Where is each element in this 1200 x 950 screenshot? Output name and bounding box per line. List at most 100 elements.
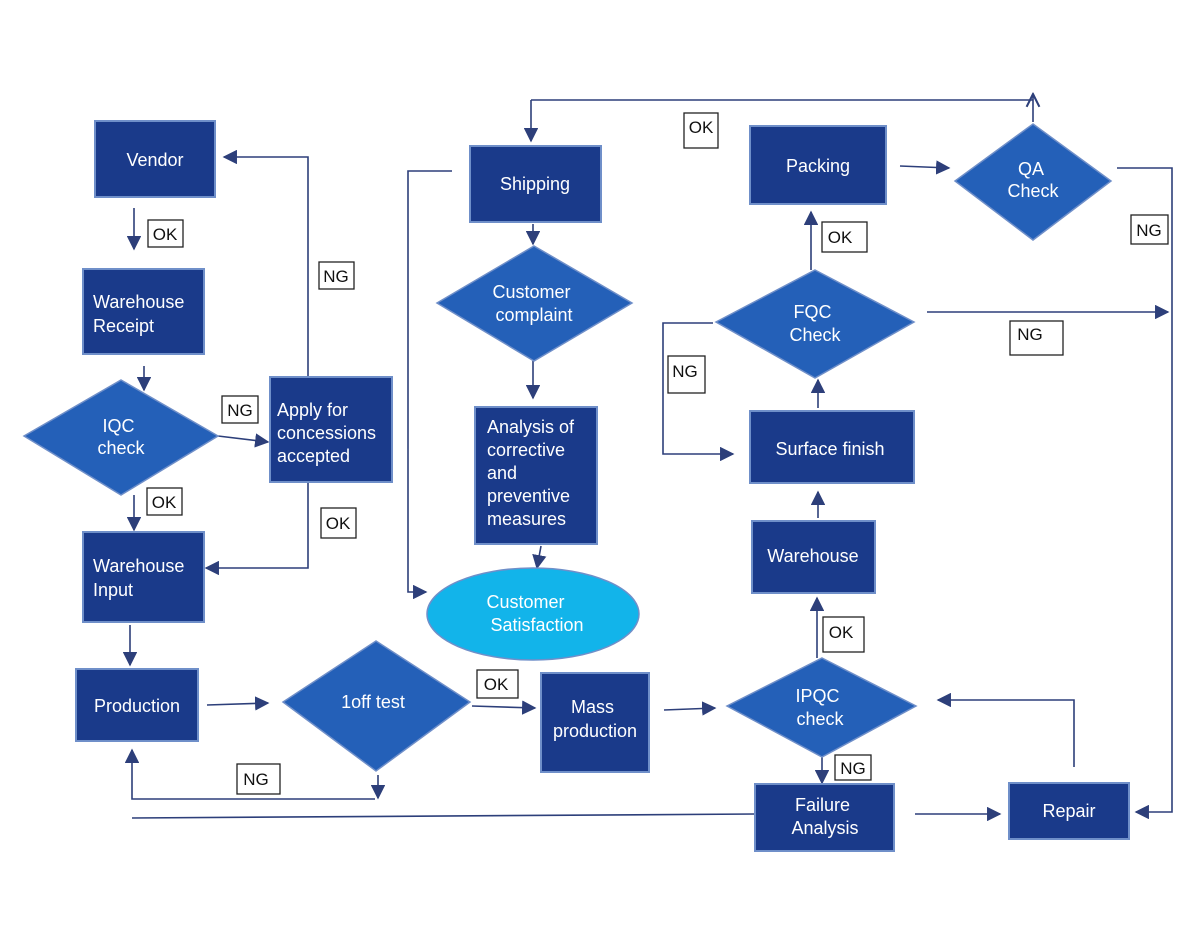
svg-text:Mass production: Mass production [553, 697, 637, 741]
node-satisfaction-line2: Satisfaction [490, 615, 583, 635]
tag-ok-ipqc: OK [822, 616, 865, 653]
svg-text:Warehouse Receipt: Warehouse Receipt [93, 292, 189, 336]
connectors [122, 94, 1173, 822]
svg-text:IQC check: IQC check [97, 416, 145, 458]
svg-text:OK: OK [828, 228, 853, 247]
tag-ng-ipqc: NG [834, 754, 872, 781]
node-complaint-line2: complaint [495, 305, 572, 325]
tag-ok-iqc: OK [146, 487, 183, 516]
node-qa-line1: QA [1018, 159, 1044, 179]
svg-text:Failure Analysis: Failure Analysis [791, 795, 858, 838]
node-warehouse-input-line1: Warehouse [93, 556, 184, 576]
node-analysis-line1: Analysis of [487, 417, 575, 437]
tag-ng-iqc: NG [221, 395, 259, 424]
node-analysis-line5: measures [487, 509, 566, 529]
tag-ok-vendor: OK [147, 219, 184, 248]
svg-text:NG: NG [840, 759, 866, 778]
node-ipqc-line2: check [796, 709, 844, 729]
svg-text:Analysis of corrective: Analysis of corrective and preventive me… [487, 417, 579, 529]
arrow-qa-ng-to-repair [1117, 167, 1173, 820]
svg-text:OK: OK [689, 118, 714, 137]
node-analysis-line3: and [487, 463, 517, 483]
svg-text:Customer Satisfaction: Customer Satisfaction [486, 592, 583, 635]
node-packing-label: Packing [786, 156, 850, 176]
node-analysis-line4: preventive [487, 486, 570, 506]
node-iqc-line1: IQC [102, 416, 134, 436]
arrow-repair-to-ipqc [936, 692, 1075, 767]
node-mass-line2: production [553, 721, 637, 741]
node-analysis: Analysis of corrective and preventive me… [474, 406, 598, 545]
node-repair: Repair [1008, 782, 1130, 840]
node-qa-line2: Check [1007, 181, 1059, 201]
node-1off-test: 1off test [281, 640, 472, 772]
tag-ok-packing: OK [821, 221, 868, 253]
tag-ok-top: OK [683, 112, 719, 149]
node-fqc-check: FQC Check [714, 269, 916, 379]
node-warehouse-receipt-line1: Warehouse [93, 292, 184, 312]
node-satisfaction-line1: Customer [486, 592, 564, 612]
node-iqc-check: IQC check [22, 379, 220, 496]
svg-text:QA Check: QA Check [1007, 159, 1059, 201]
svg-text:OK: OK [829, 623, 854, 642]
node-ipqc-line1: IPQC [795, 686, 839, 706]
tag-ok-concession: OK [320, 507, 357, 539]
arrow-iqc-to-concession [217, 433, 270, 448]
tag-ng-fqc-right: NG [1009, 320, 1064, 356]
svg-text:NG: NG [1136, 221, 1162, 240]
svg-text:Apply for concessions: Apply for concessions accepted [277, 400, 381, 466]
node-warehouse-receipt-line2: Receipt [93, 316, 154, 336]
arrow-ng-loop-to-production [124, 748, 375, 800]
arrow-mass-to-ipqc [663, 701, 717, 716]
node-analysis-line2: corrective [487, 440, 565, 460]
node-warehouse-receipt: Warehouse Receipt [82, 268, 205, 355]
node-fqc-line2: Check [789, 325, 841, 345]
node-repair-label: Repair [1042, 801, 1095, 821]
svg-text:OK: OK [326, 514, 351, 533]
arrow-shipping-to-satisfaction [407, 170, 452, 600]
node-apply-line1: Apply for [277, 400, 348, 420]
node-packing: Packing [749, 125, 887, 205]
arrow-production-to-1off [206, 696, 270, 711]
svg-text:FQC Check: FQC Check [789, 302, 841, 345]
tag-ok-1off: OK [476, 669, 519, 699]
svg-text:Warehouse Input: Warehouse Input [93, 556, 189, 600]
node-mass-production: Mass production [540, 672, 650, 773]
arrow-packing-to-qa [899, 160, 951, 175]
node-complaint-line1: Customer [492, 282, 570, 302]
node-1off-label: 1off test [341, 692, 405, 712]
tag-ng-concession-up: NG [318, 261, 355, 290]
node-vendor-label: Vendor [126, 150, 183, 170]
svg-text:Customer complaint: Customer complaint [492, 282, 575, 325]
tag-ng-qa: NG [1130, 214, 1169, 245]
node-customer-satisfaction: Customer Satisfaction [426, 567, 640, 661]
tags: OK NG NG OK OK OK OK NG [146, 112, 1169, 795]
node-apply-concessions: Apply for concessions accepted [269, 376, 393, 483]
node-iqc-line2: check [97, 438, 145, 458]
node-shipping-label: Shipping [500, 174, 570, 194]
svg-text:NG: NG [323, 267, 349, 286]
node-qa-check: QA Check [953, 123, 1113, 241]
node-vendor: Vendor [94, 120, 216, 198]
node-production-label: Production [94, 696, 180, 716]
arrow-concession-to-vendor [222, 149, 309, 376]
node-mass-line1: Mass [571, 697, 614, 717]
node-failure-line2: Analysis [791, 818, 858, 838]
arrow-fqc-ng-loop [662, 322, 735, 462]
node-apply-line3: accepted [277, 446, 350, 466]
arrow-analysis-to-satisfaction [532, 545, 547, 570]
node-warehouse: Warehouse [751, 520, 876, 594]
node-apply-line2: concessions [277, 423, 376, 443]
svg-text:NG: NG [227, 401, 253, 420]
svg-text:NG: NG [1017, 325, 1043, 344]
svg-text:NG: NG [672, 362, 698, 381]
node-failure-analysis: Failure Analysis [754, 783, 895, 852]
svg-text:OK: OK [484, 675, 509, 694]
node-ipqc-check: IPQC check [725, 657, 918, 758]
line-failure-to-left [131, 813, 756, 819]
node-failure-line1: Failure [795, 795, 850, 815]
svg-text:OK: OK [153, 225, 178, 244]
node-surface-label: Surface finish [775, 439, 884, 459]
node-customer-complaint: Customer complaint [435, 245, 634, 362]
node-shipping: Shipping [469, 145, 602, 223]
